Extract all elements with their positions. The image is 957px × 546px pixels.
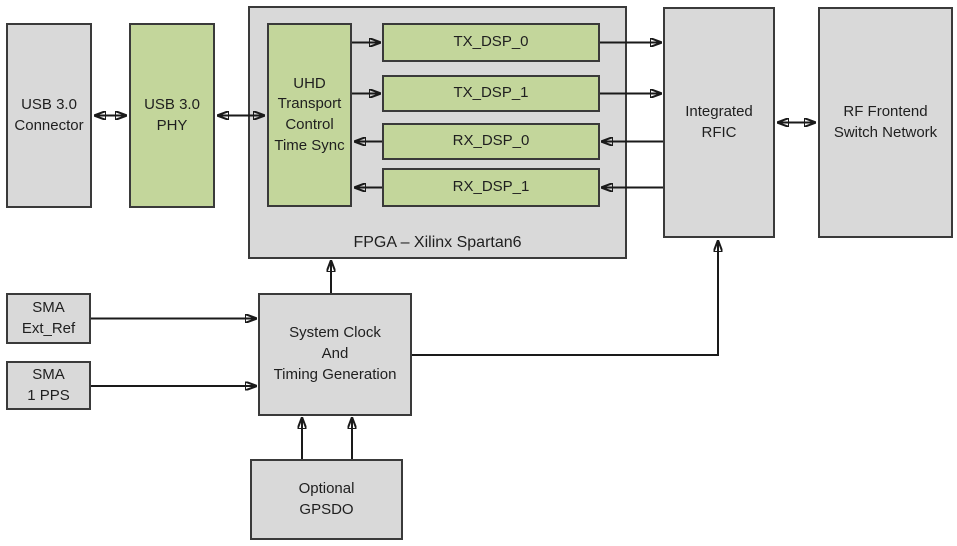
block-gpsdo-label: Optional GPSDO bbox=[298, 479, 355, 518]
block-system-clock-label: System Clock And Timing Generation bbox=[273, 324, 397, 383]
block-sma-ext-ref: SMA Ext_Ref bbox=[6, 293, 91, 344]
block-uhd-transport: UHD Transport Control Time Sync bbox=[267, 23, 352, 207]
block-rx-dsp-1: RX_DSP_1 bbox=[382, 168, 600, 207]
block-usb-connector-label: USB 3.0 Connector bbox=[14, 95, 84, 134]
block-rx-dsp-0-label: RX_DSP_0 bbox=[452, 132, 530, 150]
block-system-clock: System Clock And Timing Generation bbox=[258, 293, 412, 416]
block-uhd-transport-label: UHD Transport Control Time Sync bbox=[274, 74, 345, 154]
block-tx-dsp-0: TX_DSP_0 bbox=[382, 23, 600, 62]
block-usb-phy: USB 3.0 PHY bbox=[129, 23, 215, 208]
block-sma-1pps: SMA 1 PPS bbox=[6, 361, 91, 410]
block-tx-dsp-0-label: TX_DSP_0 bbox=[453, 33, 529, 51]
block-usb-connector: USB 3.0 Connector bbox=[6, 23, 92, 208]
block-sma-ext-ref-label: SMA Ext_Ref bbox=[21, 298, 76, 337]
block-tx-dsp-1-label: TX_DSP_1 bbox=[453, 84, 529, 102]
block-usb-phy-label: USB 3.0 PHY bbox=[144, 95, 200, 134]
block-rx-dsp-0: RX_DSP_0 bbox=[382, 123, 600, 160]
block-sma-1pps-label: SMA 1 PPS bbox=[27, 365, 70, 404]
block-gpsdo: Optional GPSDO bbox=[250, 459, 403, 540]
block-rf-frontend: RF Frontend Switch Network bbox=[818, 7, 953, 238]
block-tx-dsp-1: TX_DSP_1 bbox=[382, 75, 600, 112]
block-integrated-rfic: Integrated RFIC bbox=[663, 7, 775, 238]
block-rx-dsp-1-label: RX_DSP_1 bbox=[452, 178, 530, 196]
block-integrated-rfic-label: Integrated RFIC bbox=[685, 102, 753, 141]
block-fpga-label: FPGA – Xilinx Spartan6 bbox=[353, 234, 522, 251]
block-rf-frontend-label: RF Frontend Switch Network bbox=[833, 102, 938, 141]
